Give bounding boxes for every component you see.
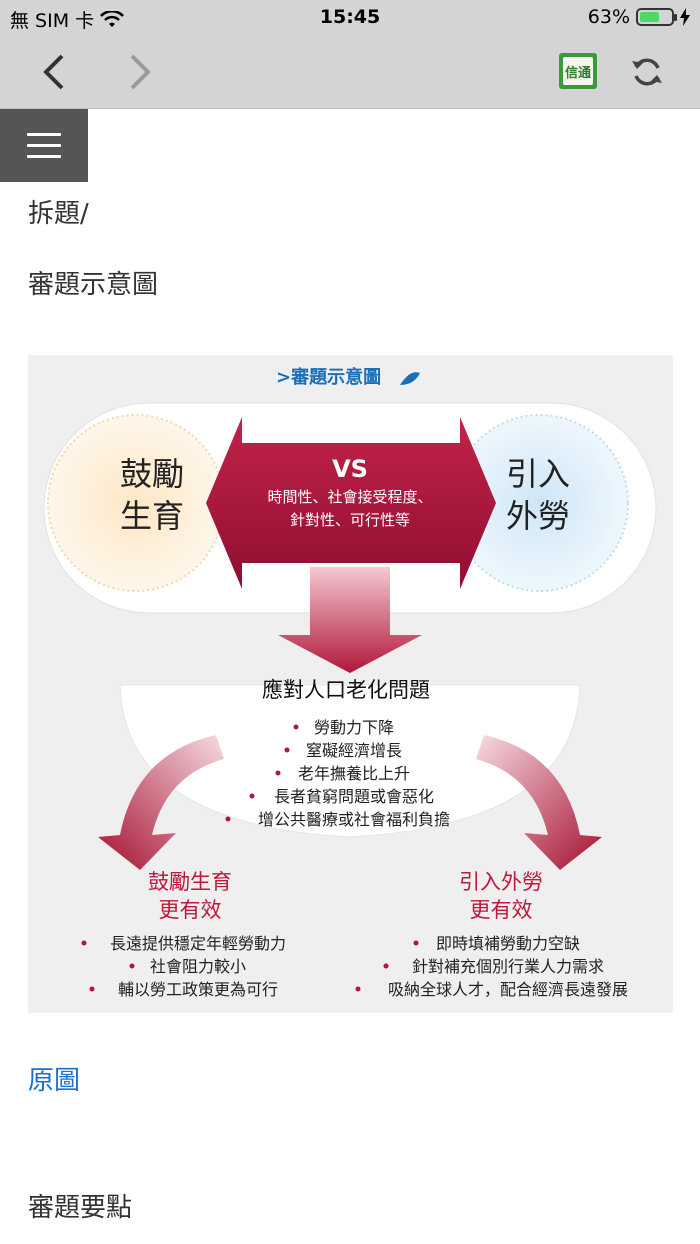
status-bar: 無 SIM 卡 15:45 63% — [0, 0, 700, 36]
section-heading-split: 拆題/ — [28, 199, 89, 229]
battery-percent: 63% — [587, 6, 630, 28]
infographic-image: >審題示意圖 鼓勵 生育 引入 外勞 VS 時間性、社會接受程度、 針對性、可行… — [28, 355, 673, 1013]
chevron-left-icon — [43, 54, 64, 90]
vs-label: VS — [332, 455, 368, 483]
center-point: 增公共醫療或社會福利負擔 — [258, 810, 450, 829]
refresh-button[interactable] — [625, 50, 669, 94]
carrier-label: 無 SIM 卡 — [10, 10, 95, 32]
vs-line1: 時間性、社會接受程度、 — [267, 488, 432, 506]
left-conclusion-line2: 更有效 — [159, 898, 222, 922]
section-heading-key-points: 審題要點 — [28, 1193, 133, 1223]
right-circle-line2: 外勞 — [506, 497, 570, 535]
right-point: 吸納全球人才，配合經濟長遠發展 — [388, 980, 628, 999]
center-point: 窒礙經濟增長 — [306, 741, 402, 760]
chevron-right-icon — [130, 54, 151, 90]
back-button[interactable] — [32, 50, 76, 94]
left-curved-arrow — [98, 735, 224, 870]
forward-button[interactable] — [118, 50, 162, 94]
center-title: 應對人口老化問題 — [262, 678, 430, 702]
section-heading-diagram: 審題示意圖 — [28, 270, 159, 300]
menu-line — [27, 144, 61, 147]
original-image-link[interactable]: 原圖 — [28, 1066, 81, 1096]
logo-text: 信通 — [563, 57, 593, 85]
hamburger-menu-button[interactable] — [0, 109, 88, 182]
vs-line2: 針對性、可行性等 — [290, 511, 410, 529]
infographic-title: >審題示意圖 — [276, 366, 381, 388]
leaf-icon — [400, 372, 420, 385]
right-conclusion-line1: 引入外勞 — [459, 870, 543, 894]
battery-icon — [636, 8, 677, 26]
menu-line — [27, 133, 61, 136]
refresh-icon — [632, 58, 662, 86]
left-point: 長遠提供穩定年輕勞動力 — [110, 934, 286, 953]
center-points: 勞動力下降 窒礙經濟增長 老年撫養比上升 長者貧窮問題或會惡化 增公共醫療或社會… — [258, 718, 450, 829]
center-panel — [119, 684, 581, 838]
left-circle-line2: 生育 — [120, 497, 184, 535]
wifi-icon — [100, 10, 125, 27]
right-point: 針對補充個別行業人力需求 — [412, 957, 604, 976]
right-curved-arrow — [476, 735, 602, 870]
charging-icon — [680, 8, 690, 26]
left-point: 輔以勞工政策更為可行 — [118, 980, 278, 999]
left-point: 社會阻力較小 — [150, 957, 246, 976]
center-point: 老年撫養比上升 — [298, 764, 410, 783]
clock: 15:45 — [319, 6, 381, 28]
left-conclusion-line1: 鼓勵生育 — [148, 870, 232, 894]
left-circle-line1: 鼓勵 — [120, 455, 184, 493]
right-conclusion-line2: 更有效 — [470, 898, 533, 922]
right-circle-line1: 引入 — [506, 455, 570, 493]
vs-double-arrow — [206, 417, 496, 589]
center-point: 勞動力下降 — [314, 718, 394, 737]
center-point: 長者貧窮問題或會惡化 — [274, 787, 434, 806]
menu-line — [27, 155, 61, 158]
app-logo[interactable]: 信通 — [559, 53, 597, 89]
right-point: 即時填補勞動力空缺 — [436, 934, 580, 953]
down-arrow — [278, 567, 422, 673]
